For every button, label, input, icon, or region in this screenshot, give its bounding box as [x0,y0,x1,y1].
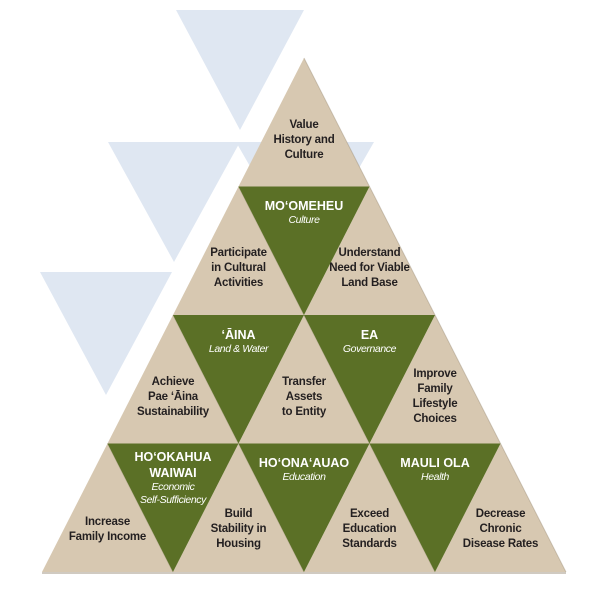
green-triangle [238,443,370,572]
pyramid-base-shadow [42,572,566,574]
background-triangle [176,10,304,130]
pillar-subtitle: Land & Water [208,342,269,355]
pyramid-triangles [42,57,567,574]
tan-triangle [173,186,304,315]
pillar-subtitle: Governance [342,342,397,355]
triangle-edge [500,443,567,573]
green-triangle [238,186,370,315]
pillar-title: ‘ĀINA [221,327,256,342]
pillar-subtitle: Culture [288,214,320,226]
green-triangle [369,443,501,572]
tan-triangle [238,315,370,444]
triangle-edge [369,186,436,316]
tan-triangle [173,443,304,572]
green-triangle [107,443,239,572]
pillar-subtitle: Education [282,471,326,483]
triangle-edge [303,57,370,187]
green-triangle [304,315,435,444]
pillar-title: HO‘ONA‘AUAO [258,456,350,470]
pillar-subtitle: Health [421,471,449,483]
pillar-title: MO‘OMEHEU [264,199,344,213]
pillar-title: MAULI OLA [400,456,470,470]
triangle-edge [434,314,501,444]
background-triangle [108,142,240,262]
tan-triangle [304,443,435,572]
tan-triangle [369,315,501,444]
tan-triangle [435,443,566,572]
tan-triangle [107,315,239,444]
green-triangle [173,315,304,444]
tan-triangle [42,443,173,572]
tan-triangle [238,58,370,187]
tan-triangle [304,186,435,315]
background-triangle [40,272,172,395]
pillar-title: EA [360,327,379,342]
